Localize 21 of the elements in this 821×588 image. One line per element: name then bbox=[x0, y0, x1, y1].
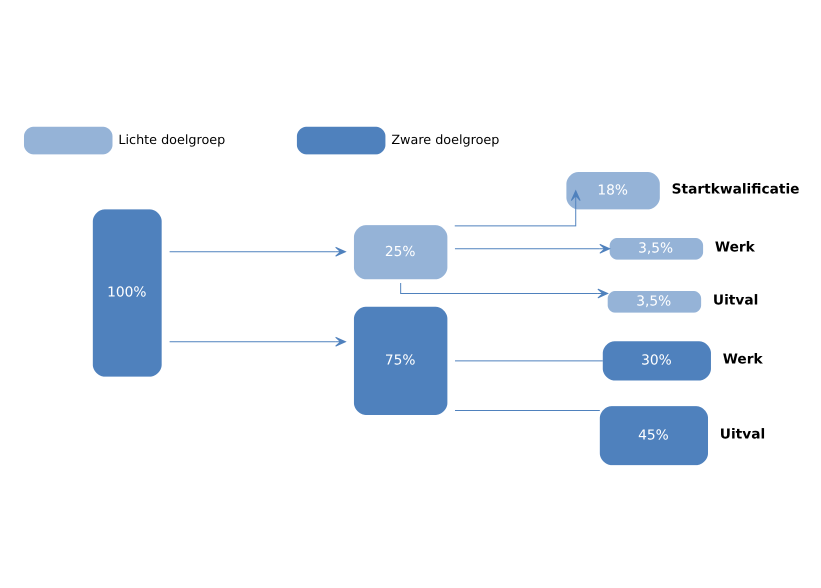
arrow bbox=[454, 244, 610, 254]
node-box: 45% bbox=[600, 406, 708, 466]
node-box: 30% bbox=[602, 341, 711, 381]
legend-label: Zware doelgroep bbox=[391, 132, 500, 148]
node-box: 25% bbox=[354, 225, 448, 280]
node-label: Uitval bbox=[720, 426, 766, 442]
node-label: Werk bbox=[714, 239, 755, 256]
node-box: 18% bbox=[566, 172, 660, 210]
node-label: Uitval bbox=[712, 292, 758, 309]
connector bbox=[454, 360, 604, 362]
node-label: Startkwalificatie bbox=[672, 181, 800, 198]
connector bbox=[454, 410, 600, 412]
arrow bbox=[169, 336, 346, 347]
node-box: 100% bbox=[92, 209, 162, 377]
arrow bbox=[454, 190, 581, 226]
node-box: 75% bbox=[354, 306, 448, 415]
arrow bbox=[169, 246, 346, 257]
node-box: 3,5% bbox=[610, 238, 704, 260]
node-box: 3,5% bbox=[608, 291, 702, 313]
node-label: Werk bbox=[722, 352, 763, 368]
legend-label: Lichte doelgroep bbox=[118, 132, 226, 148]
